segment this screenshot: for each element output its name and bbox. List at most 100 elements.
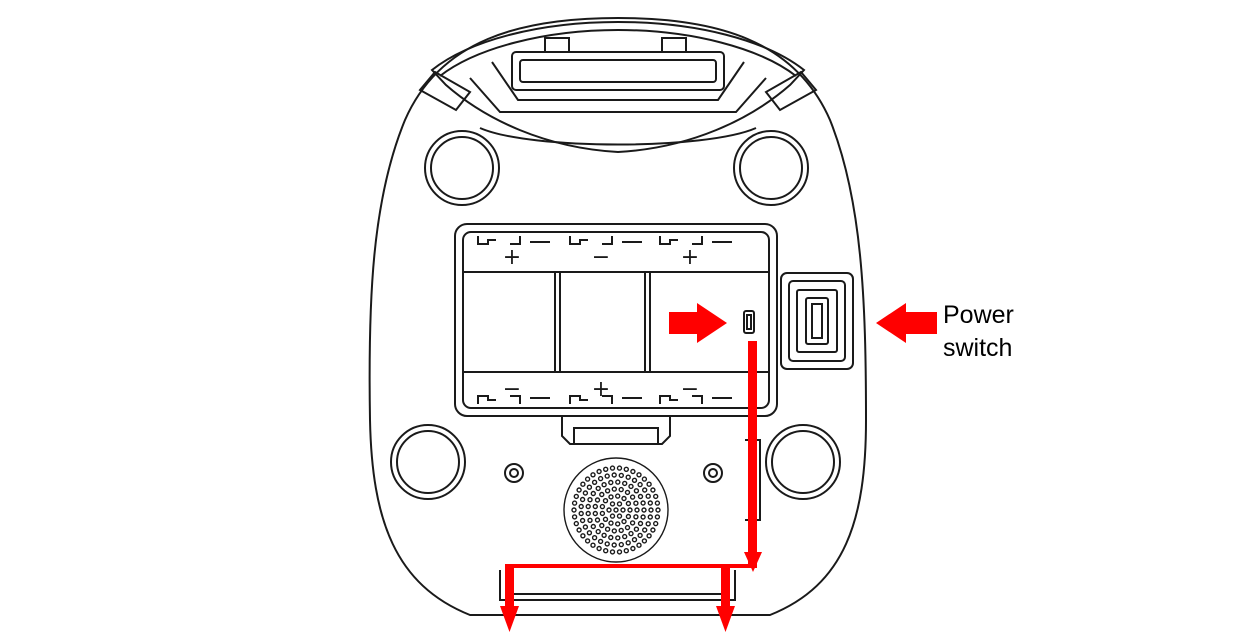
speaker-hole bbox=[616, 549, 623, 555]
polarity-top-3: + bbox=[681, 245, 699, 270]
speaker-hole bbox=[615, 535, 621, 541]
speaker-hole bbox=[630, 468, 636, 475]
speaker-hole bbox=[586, 484, 593, 490]
speaker-hole bbox=[615, 479, 621, 485]
speaker-hole bbox=[637, 520, 644, 527]
speaker-hole bbox=[623, 466, 629, 472]
speaker-hole bbox=[576, 527, 582, 533]
speaker-hole bbox=[584, 538, 591, 544]
speaker-hole bbox=[604, 473, 610, 479]
speaker-hole bbox=[650, 527, 656, 533]
speaker-hole bbox=[641, 476, 648, 482]
speaker-hole bbox=[590, 523, 596, 530]
speaker-hole bbox=[646, 481, 652, 487]
speaker-hole bbox=[609, 501, 616, 507]
arrow-right-icon bbox=[669, 303, 727, 343]
speaker-hole bbox=[597, 475, 604, 482]
speaker-hole bbox=[599, 503, 606, 510]
speaker-hole bbox=[591, 535, 598, 541]
speaker-hole bbox=[603, 466, 609, 472]
speaker-hole bbox=[648, 507, 654, 513]
speaker-hole bbox=[625, 513, 632, 520]
speaker-hole bbox=[653, 493, 659, 500]
speaker-hole bbox=[642, 487, 648, 493]
speaker-hole bbox=[608, 520, 614, 526]
usb-port-icon bbox=[743, 310, 755, 334]
speaker-grille bbox=[563, 457, 669, 563]
speaker-hole bbox=[595, 528, 601, 535]
speaker-hole bbox=[596, 545, 602, 552]
foot-top-left bbox=[424, 130, 500, 206]
arrow-down-icon bbox=[744, 552, 762, 572]
polarity-top-2: − bbox=[592, 245, 610, 270]
battery-compartment bbox=[454, 223, 778, 445]
speaker-hole bbox=[642, 527, 648, 533]
speaker-hole bbox=[608, 534, 614, 541]
speaker-hole bbox=[623, 548, 629, 554]
speaker-hole bbox=[594, 517, 601, 523]
speaker-hole bbox=[631, 477, 638, 483]
red-indicator-arrows bbox=[500, 303, 937, 632]
speaker-hole bbox=[628, 530, 634, 537]
speaker-hole bbox=[604, 488, 611, 494]
speaker-hole bbox=[625, 500, 632, 507]
speaker-hole bbox=[625, 474, 631, 480]
speaker-hole bbox=[597, 538, 604, 545]
speaker-outline bbox=[563, 457, 669, 563]
rubber-feet bbox=[390, 130, 841, 500]
cable-route-line bbox=[505, 341, 757, 590]
speaker-hole bbox=[622, 533, 628, 540]
power-switch-label-line2: switch bbox=[943, 334, 1013, 362]
speaker-hole bbox=[627, 507, 633, 513]
speaker-hole bbox=[584, 476, 591, 482]
speaker-hole bbox=[629, 520, 636, 526]
speaker-hole bbox=[608, 479, 614, 486]
speaker-hole bbox=[650, 487, 656, 493]
speaker-hole bbox=[603, 548, 609, 554]
speaker-hole bbox=[579, 496, 586, 503]
speaker-hole bbox=[640, 514, 646, 520]
speaker-hole bbox=[641, 507, 647, 513]
polarity-top-1: + bbox=[503, 245, 521, 270]
speaker-hole bbox=[633, 526, 640, 532]
speaker-hole bbox=[637, 532, 643, 539]
speaker-hole bbox=[640, 500, 646, 506]
speaker-hole bbox=[611, 472, 617, 478]
speaker-hole bbox=[576, 487, 582, 493]
speaker-hole bbox=[599, 522, 605, 529]
speaker-hole bbox=[591, 479, 598, 485]
screws bbox=[504, 463, 723, 483]
speaker-hole bbox=[590, 472, 596, 478]
top-hinge-assembly bbox=[418, 20, 818, 154]
speaker-hole bbox=[621, 518, 627, 525]
speaker-hole bbox=[609, 513, 616, 519]
speaker-hole bbox=[646, 533, 652, 539]
speaker-hole bbox=[636, 472, 642, 478]
power-switch-label-line1: Power bbox=[943, 301, 1014, 329]
speaker-hole bbox=[633, 514, 639, 520]
speaker-hole bbox=[592, 510, 598, 517]
polarity-bottom-2: + bbox=[592, 377, 610, 402]
speaker-hole bbox=[654, 500, 661, 506]
speaker-hole bbox=[587, 517, 593, 523]
speaker-hole bbox=[633, 488, 640, 494]
speaker-hole bbox=[573, 493, 579, 500]
speaker-hole bbox=[624, 524, 631, 531]
arrow-down-left-exit-icon bbox=[500, 606, 519, 632]
speaker-hole bbox=[637, 481, 643, 488]
speaker-hole bbox=[590, 542, 596, 548]
speaker-hole bbox=[618, 527, 624, 534]
speaker-hole bbox=[596, 468, 602, 475]
speaker-hole bbox=[630, 545, 636, 552]
speaker-hole bbox=[606, 507, 612, 513]
speaker-hole bbox=[594, 497, 601, 503]
speaker-hole bbox=[624, 489, 631, 496]
speaker-hole bbox=[616, 501, 623, 507]
speaker-hole bbox=[655, 507, 661, 513]
speaker-hole bbox=[616, 465, 623, 471]
speaker-hole bbox=[645, 493, 651, 499]
speaker-hole bbox=[590, 490, 596, 497]
speaker-hole bbox=[629, 494, 636, 500]
speaker-hole bbox=[571, 500, 578, 506]
speaker-hole bbox=[582, 524, 589, 530]
